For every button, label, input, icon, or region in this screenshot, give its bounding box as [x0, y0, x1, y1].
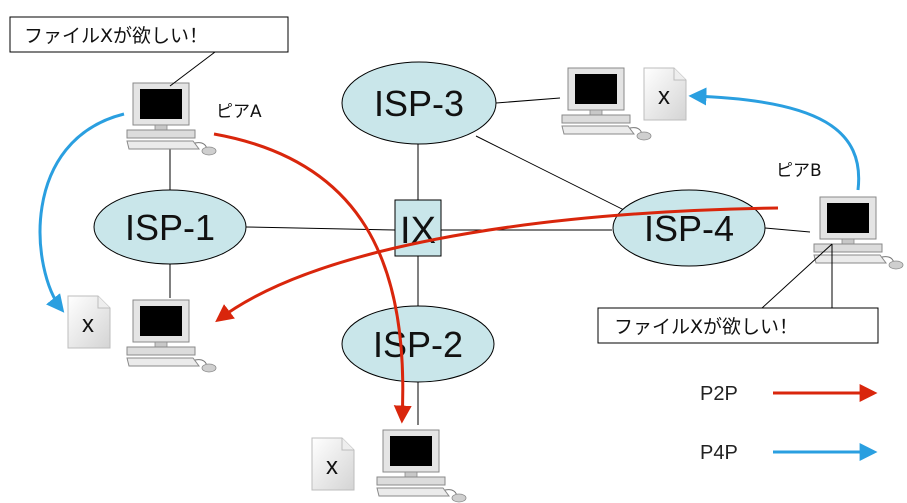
- link-isp3-isp4: [475, 135, 641, 219]
- isp-1-label: ISP-1: [125, 207, 215, 248]
- callout-peer-a-pointer: [169, 51, 216, 87]
- file-left-label: x: [82, 311, 94, 338]
- file-top-right-label: x: [658, 83, 670, 110]
- file-left-icon: x: [67, 295, 111, 349]
- callout-peer-a-text: ファイルXが欲しい！: [24, 25, 208, 47]
- computer-left-icon: [126, 299, 217, 373]
- computer-peer-b-icon: [813, 196, 904, 270]
- isp-3-label: ISP-3: [374, 83, 464, 124]
- p4p-flow-peer-a-to-left: [38, 112, 125, 313]
- p4p-flow-peer-b-to-top-right: [688, 87, 861, 191]
- callout-peer-b-box: [597, 307, 879, 344]
- file-bottom-icon: x: [311, 437, 355, 491]
- link-isp1-ix: [245, 226, 396, 231]
- computer-top-right-icon: [561, 67, 652, 141]
- isp-2-label: ISP-2: [373, 324, 463, 365]
- computer-peer-a-icon: [126, 82, 217, 156]
- legend-p2p-label: P2P: [700, 383, 738, 405]
- isp-3: ISP-3: [341, 61, 497, 145]
- isp-4: ISP-4: [612, 189, 766, 267]
- isp-4-label: ISP-4: [644, 208, 734, 249]
- callout-peer-a-box: [9, 16, 289, 53]
- legend-p4p-label: P4P: [700, 442, 738, 464]
- p2p-flow-peer-b-to-left: [215, 206, 779, 323]
- peer-b-label: ピアB: [776, 161, 822, 181]
- legend: P2P P4P: [700, 383, 878, 464]
- isp-1: ISP-1: [93, 189, 247, 265]
- callout-peer-a: ファイルXが欲しい！: [9, 16, 289, 87]
- link-isp3-top-right-pc: [495, 97, 561, 104]
- network-links: [169, 97, 811, 425]
- callout-peer-b-pointer-left: [761, 243, 833, 309]
- peer-a-label: ピアA: [216, 102, 262, 122]
- p2p-flow-peer-a-to-bottom: [213, 132, 412, 424]
- link-isp4-peer-b: [764, 227, 811, 233]
- file-top-right-icon: x: [643, 67, 687, 121]
- callout-peer-b-text: ファイルXが欲しい！: [614, 316, 798, 338]
- isp-2: ISP-2: [341, 305, 495, 383]
- file-bottom-label: x: [326, 453, 338, 480]
- callout-peer-b: ファイルXが欲しい！: [597, 243, 879, 344]
- computer-bottom-icon: [376, 429, 467, 503]
